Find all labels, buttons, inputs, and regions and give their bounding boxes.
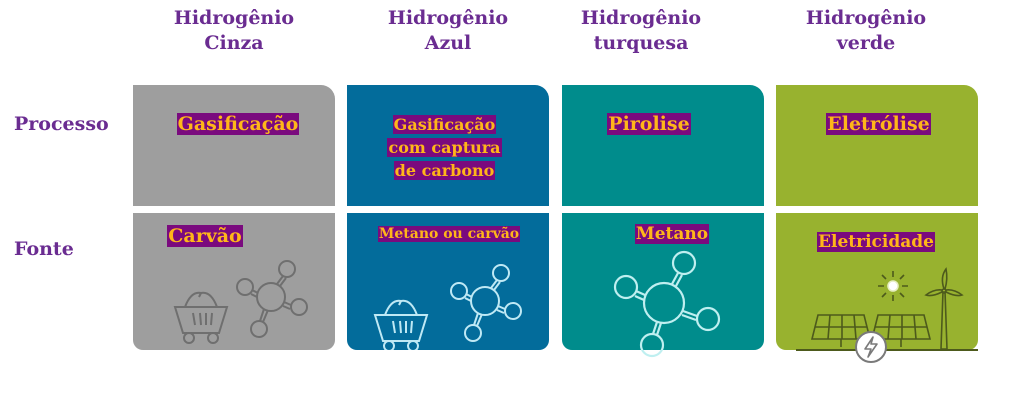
process-label: Pirolise bbox=[604, 113, 694, 136]
column-header-line2: verde bbox=[836, 32, 896, 54]
column-header-line1: Hidrogênio bbox=[173, 7, 295, 29]
process-label-line2: com captura bbox=[387, 138, 502, 157]
solar-panel-icon bbox=[870, 313, 934, 349]
ground-line bbox=[796, 349, 978, 351]
source-label-text: Carvão bbox=[167, 225, 243, 247]
column-header-line2: turquesa bbox=[593, 32, 689, 54]
source-label: Eletricidade bbox=[814, 231, 938, 254]
row-header-processo: Processo bbox=[14, 113, 109, 135]
process-label-text: Gasificação bbox=[176, 113, 300, 135]
column-header-line1: Hidrogênio bbox=[805, 7, 927, 29]
coal-cart-icon bbox=[171, 283, 231, 345]
row-header-fonte: Fonte bbox=[14, 238, 74, 260]
process-label-line3: de carbono bbox=[393, 161, 496, 180]
column-header-verde: Hidrogênio verde bbox=[765, 6, 967, 56]
molecule-icon bbox=[231, 257, 311, 338]
source-label-text: Eletricidade bbox=[817, 232, 935, 252]
source-panel-verde: Eletricidade bbox=[776, 213, 978, 363]
column-header-azul: Hidrogênio Azul bbox=[347, 6, 549, 56]
process-panel-azul: Gasificação com captura de carbono bbox=[347, 85, 549, 206]
column-header-line1: Hidrogênio bbox=[580, 7, 702, 29]
process-label-line1: Gasificação bbox=[392, 115, 497, 134]
process-panel-turquesa: Pirolise bbox=[562, 85, 764, 206]
sun-icon bbox=[876, 269, 910, 303]
source-panel-azul: Metano ou carvão bbox=[347, 213, 549, 350]
lightning-icon bbox=[854, 330, 888, 364]
column-header-turquesa: Hidrogênio turquesa bbox=[540, 6, 742, 56]
source-label: Carvão bbox=[165, 225, 245, 248]
source-label-text: Metano ou carvão bbox=[377, 226, 521, 242]
source-label: Metano bbox=[634, 223, 710, 246]
molecule-icon bbox=[445, 261, 525, 342]
process-label: Gasificação com captura de carbono bbox=[367, 113, 522, 182]
molecule-icon bbox=[612, 250, 722, 358]
process-panel-verde: Eletrólise bbox=[776, 85, 978, 206]
source-panel-cinza: Carvão bbox=[133, 213, 335, 350]
column-header-line1: Hidrogênio bbox=[387, 7, 509, 29]
source-label-text: Metano bbox=[634, 224, 710, 244]
column-header-cinza: Hidrogênio Cinza bbox=[133, 6, 335, 56]
process-label-text: Eletrólise bbox=[826, 113, 931, 135]
column-header-line2: Cinza bbox=[204, 32, 264, 54]
process-label: Gasificação bbox=[173, 113, 303, 136]
source-panel-turquesa: Metano bbox=[562, 213, 764, 358]
process-panel-cinza: Gasificação bbox=[133, 85, 335, 206]
column-header-line2: Azul bbox=[424, 32, 472, 54]
process-label-text: Pirolise bbox=[607, 113, 691, 135]
source-label: Metano ou carvão bbox=[371, 223, 527, 246]
coal-cart-icon bbox=[371, 291, 431, 350]
process-label: Eletrólise bbox=[821, 113, 936, 136]
